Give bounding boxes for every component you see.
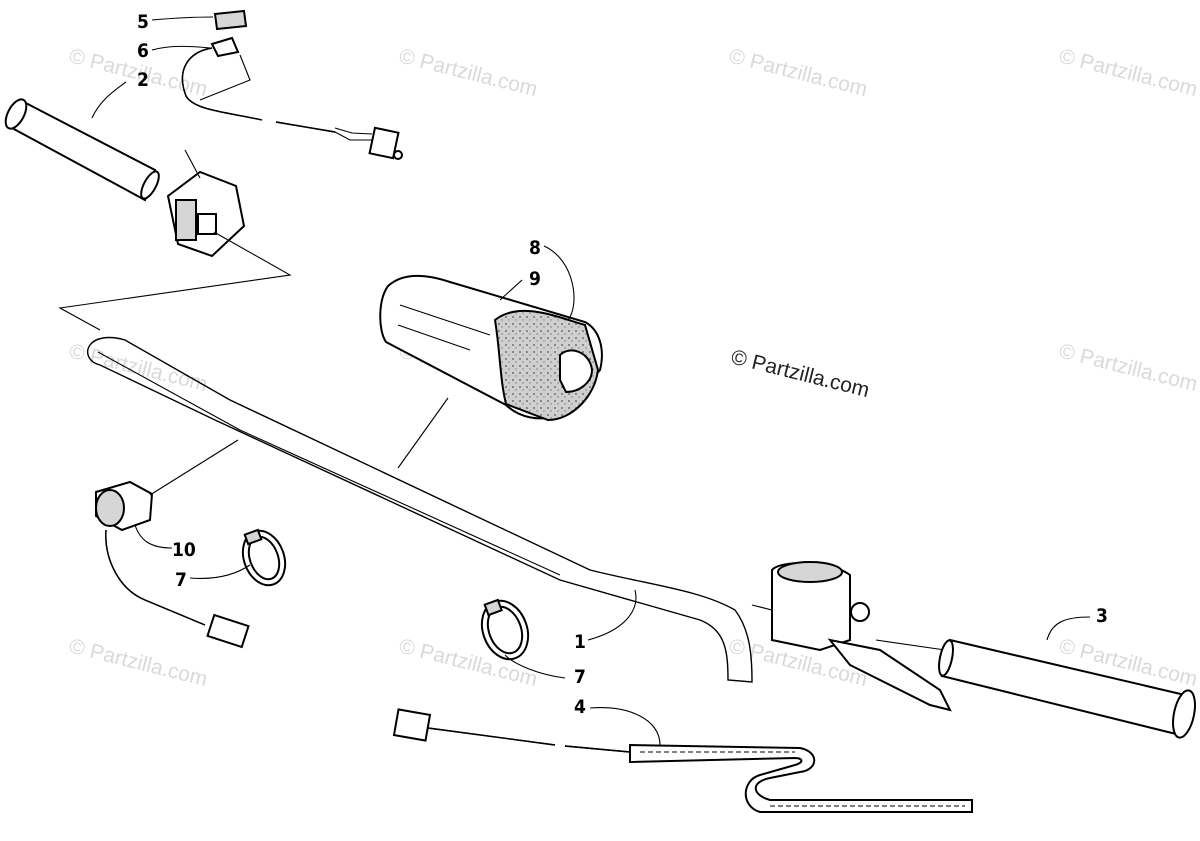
callout-6: 6	[137, 40, 149, 62]
part-5-pad	[213, 9, 248, 31]
callout-5: 5	[137, 11, 149, 33]
watermark: © Partzilla.com	[397, 45, 540, 102]
callout-2: 2	[137, 69, 149, 91]
watermark-layer: © Partzilla.com © Partzilla.com © Partzi…	[67, 45, 1200, 692]
left-switch-housing	[58, 149, 292, 331]
part-2-left-grip	[4, 98, 160, 202]
callouts: 5 6 2 8 9 10 7 1 7 4 3	[137, 11, 1108, 718]
watermark: © Partzilla.com	[67, 635, 210, 692]
callout-7-left: 7	[175, 569, 187, 591]
part-6-switch-wire	[181, 36, 403, 160]
part-1-handlebar	[87, 336, 753, 683]
part-7-clamp-left	[241, 528, 287, 587]
part-3-right-grip	[938, 638, 1196, 739]
callout-10: 10	[172, 539, 196, 561]
leader-lines	[91, 16, 1091, 746]
part-4-heater-element	[392, 708, 973, 813]
part-7-clamp-center	[480, 598, 530, 661]
callout-9: 9	[529, 268, 541, 290]
callout-7-center: 7	[574, 666, 586, 688]
part-8-9-bar-pad	[379, 274, 603, 469]
callout-4: 4	[574, 696, 586, 718]
part-10-switch	[95, 439, 250, 649]
watermark: © Partzilla.com	[727, 45, 870, 102]
callout-1: 1	[574, 631, 586, 653]
main-watermark: © Partzilla.com	[729, 346, 872, 403]
watermark: © Partzilla.com	[1057, 45, 1200, 102]
brake-master-cylinder	[751, 561, 952, 712]
callout-8: 8	[529, 237, 541, 259]
watermark: © Partzilla.com	[1057, 340, 1200, 397]
callout-3: 3	[1096, 605, 1108, 627]
